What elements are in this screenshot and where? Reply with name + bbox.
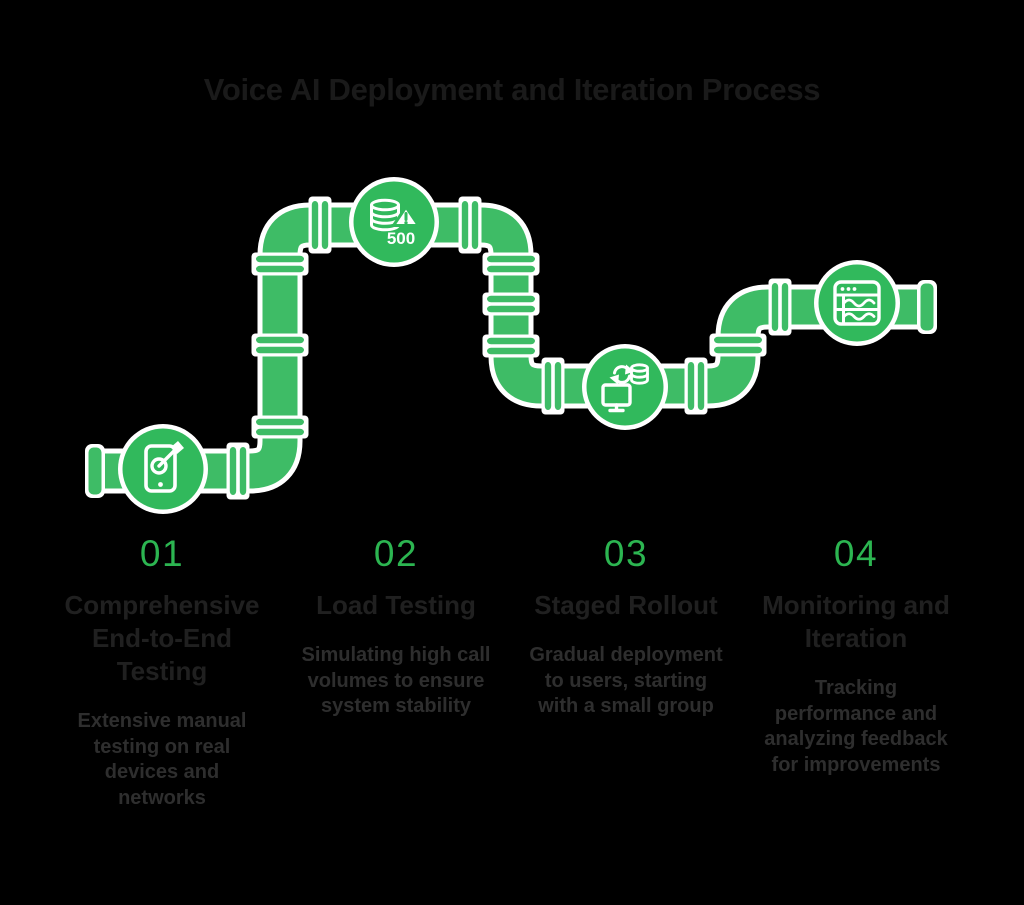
error-500-label: 500 [387,229,415,248]
pipe-collar-ring [256,265,304,273]
pipe-collar-ring [781,283,789,331]
pipe-collar-ring [697,362,705,410]
pipe-end-cap-right [917,280,937,334]
pipe-collar-ring [487,255,535,263]
deployment-sync-icon [601,363,649,413]
pipe-collar-ring [239,447,247,495]
pipe-collar-ring [687,362,695,410]
pipe-collar-ring [487,305,535,313]
pipe-collar-ring [256,346,304,354]
step-2-heading: Load Testing [316,590,476,620]
pipe-collar-ring [544,362,552,410]
pipe-collar-ring [771,283,779,331]
pipe-collar-ring [487,265,535,273]
pipe-collar-ring [487,337,535,345]
pipe-end-cap-left [85,444,105,498]
step-1-heading: Comprehensive End-to-End Testing [64,590,260,686]
pipe-collar-ring [714,346,762,354]
database-error-500-icon: 500 [370,198,420,248]
step-3-description: Gradual deployment to users, starting wi… [529,644,723,717]
step-node-4 [814,260,900,346]
pipe-collar-ring [487,347,535,355]
pipe-joint-collars [226,196,792,500]
step-node-2: 500 [349,177,439,267]
step-4-number: 04 [833,533,879,574]
step-4-heading: Monitoring and Iteration [762,590,950,653]
phone-target-dart-icon [144,441,184,493]
pipe-collar-ring [256,255,304,263]
pipe-collar-ring [471,201,479,249]
pipe-collar-ring [487,295,535,303]
diagram-title: Voice AI Deployment and Iteration Proces… [203,72,821,107]
step-column-4: 04 Monitoring and Iteration Tracking per… [736,533,976,778]
step-4-description: Tracking performance and analyzing feedb… [764,677,948,776]
step-1-description: Extensive manual testing on real devices… [77,710,247,809]
step-column-3: 03 Staged Rollout Gradual deployment to … [506,533,746,720]
step-1-number: 01 [139,533,185,574]
pipe-collar-ring [256,336,304,344]
step-column-1: 01 Comprehensive End-to-End Testing Exte… [42,533,282,811]
step-3-heading: Staged Rollout [534,590,718,620]
pipe-collar-ring [311,201,319,249]
pipe-collar-ring [554,362,562,410]
pipe-collar-ring [229,447,237,495]
step-2-description: Simulating high call volumes to ensure s… [301,644,491,717]
step-column-2: 02 Load Testing Simulating high call vol… [276,533,516,720]
pipe-collar-ring [461,201,469,249]
step-node-1 [118,424,208,514]
pipe-collar-ring [321,201,329,249]
step-node-3 [582,344,668,430]
monitoring-dashboard-icon [833,280,881,326]
step-2-number: 02 [373,533,419,574]
step-3-number: 03 [603,533,649,574]
pipe-collar-ring [714,336,762,344]
pipe-collar-ring [256,418,304,426]
pipe-collar-ring [256,428,304,436]
